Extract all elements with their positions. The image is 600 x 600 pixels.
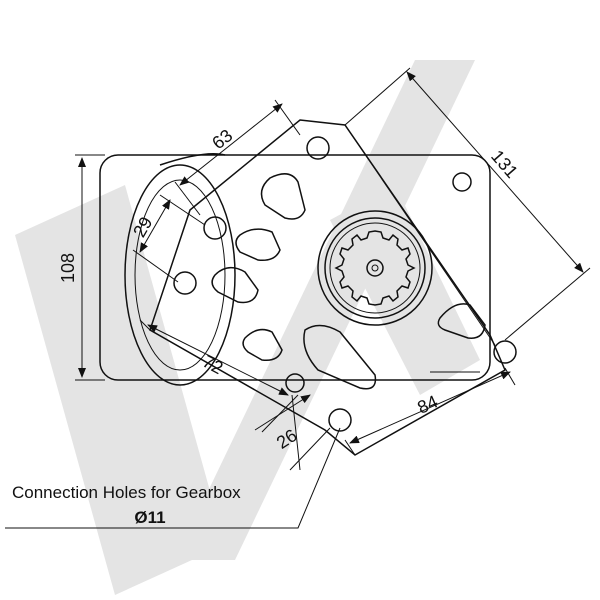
note-connection-holes: Connection Holes for Gearbox <box>12 483 241 502</box>
hole-small-right <box>452 172 472 192</box>
hole-bottom <box>328 408 352 432</box>
dimension-63: 63 <box>208 125 236 153</box>
dimension-84: 84 <box>414 391 440 417</box>
hole-gearbox-1 <box>203 216 227 240</box>
hole-gearbox-2 <box>173 271 197 295</box>
dimension-108: 108 <box>58 253 78 283</box>
dimension-131: 131 <box>487 146 522 182</box>
watermark-logo <box>15 60 480 595</box>
hole-top <box>306 136 330 160</box>
hole-right <box>493 340 517 364</box>
dimension-lines <box>5 67 591 529</box>
note-hole-diameter: Ø11 <box>134 508 165 527</box>
